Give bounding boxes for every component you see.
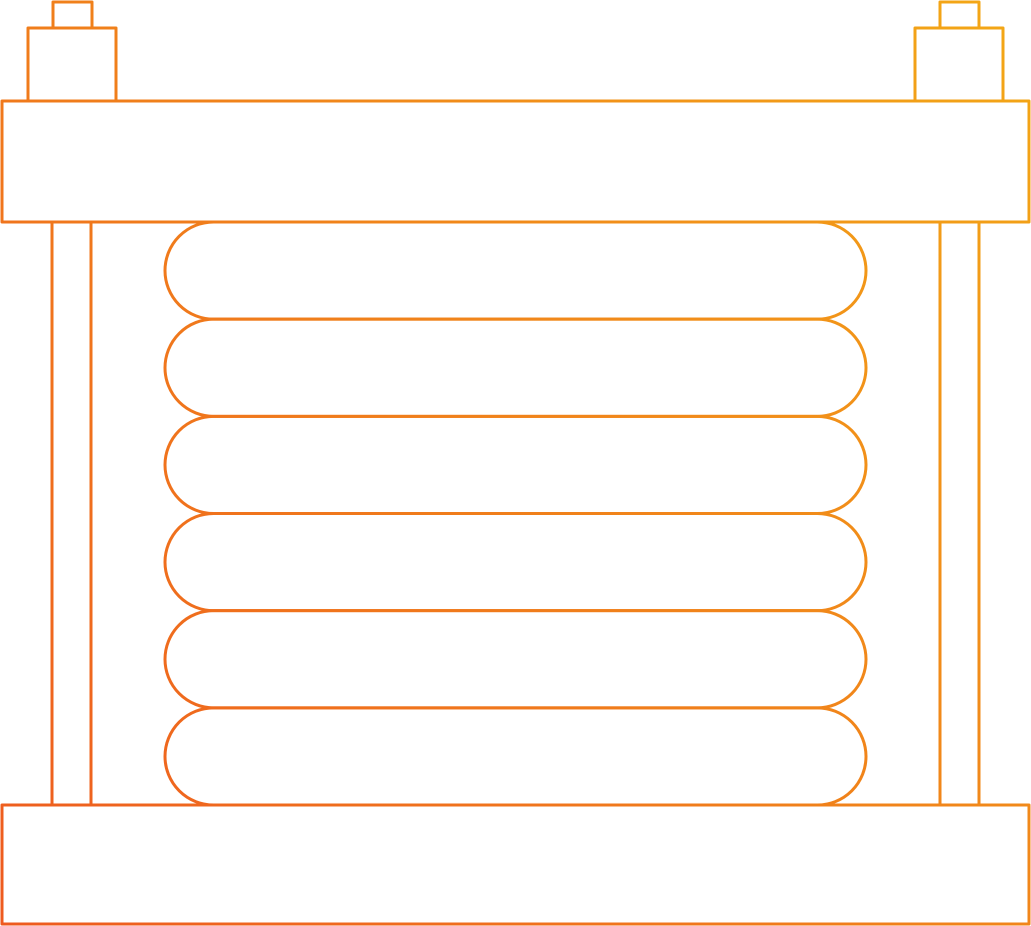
spring-coil [163, 609, 868, 710]
spring-coil [163, 317, 868, 418]
right-bolt-cap [938, 0, 981, 30]
spring-coils [163, 220, 868, 807]
spring-coil [163, 512, 868, 613]
spring-coil [163, 414, 868, 516]
top-plate [0, 99, 1031, 224]
left-nut [26, 26, 118, 103]
left-bolt-cap [51, 0, 94, 30]
spring-coil [163, 706, 868, 807]
left-guide-rod [50, 220, 93, 807]
bottom-plate [0, 803, 1031, 926]
right-guide-rod [938, 220, 981, 807]
spring-coil [163, 220, 868, 321]
right-nut [913, 26, 1005, 103]
